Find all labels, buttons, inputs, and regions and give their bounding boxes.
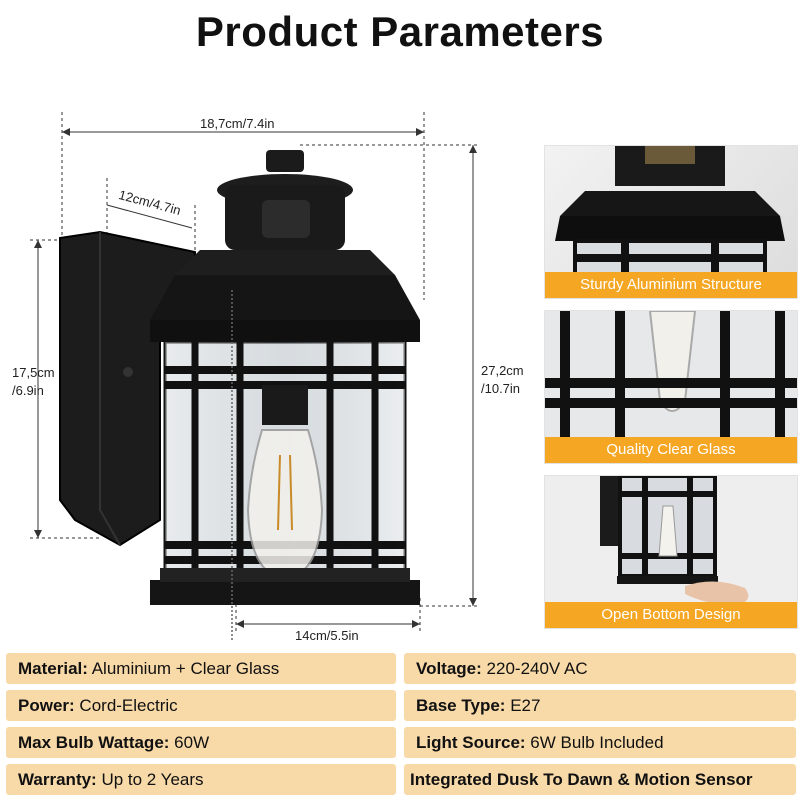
structure-photo — [555, 146, 785, 298]
param-label: Base Type: — [416, 696, 506, 715]
param-label: Power: — [18, 696, 75, 715]
params-table: Material: Aluminium + Clear Glass Power:… — [6, 653, 796, 797]
dim-width-total: 18,7cm/7.4in — [200, 116, 275, 131]
param-value: 220-240V AC — [486, 659, 588, 678]
param-label: Max Bulb Wattage: — [18, 733, 170, 752]
param-value: 6W Bulb Included — [530, 733, 664, 752]
param-value: E27 — [510, 696, 541, 715]
lamp-illustration — [30, 112, 480, 640]
feature-bottom: Open Bottom Design — [544, 475, 798, 629]
dim-height-total-in: /10.7in — [481, 381, 521, 396]
param-value: Up to 2 Years — [101, 770, 204, 789]
param-value: Aluminium + Clear Glass — [91, 659, 280, 678]
param-warranty: Warranty: Up to 2 Years — [6, 764, 396, 795]
feature-caption: Open Bottom Design — [545, 602, 797, 628]
page-title: Product Parameters — [195, 8, 605, 55]
param-value: 60W — [174, 733, 210, 752]
feature-structure: Sturdy Aluminium Structure — [544, 145, 798, 299]
param-label: Integrated Dusk To Dawn & Motion Sensor — [410, 770, 753, 789]
param-base-type: Base Type: E27 — [404, 690, 796, 721]
param-light-source: Light Source: 6W Bulb Included — [404, 727, 796, 758]
feature-caption: Sturdy Aluminium Structure — [545, 272, 797, 298]
lamp-top — [150, 150, 420, 342]
dim-base-width: 14cm/5.5in — [295, 628, 359, 643]
param-power: Power: Cord-Electric — [6, 690, 396, 721]
param-label: Material: — [18, 659, 88, 678]
lamp-body — [150, 290, 420, 640]
dim-backplate-height-in: /6.9in — [12, 383, 44, 398]
param-label: Voltage: — [416, 659, 482, 678]
param-value: Cord-Electric — [79, 696, 178, 715]
dim-backplate-height-cm: 17,5cm — [12, 365, 55, 380]
param-label: Light Source: — [416, 733, 526, 752]
param-voltage: Voltage: 220-240V AC — [404, 653, 796, 684]
feature-caption: Quality Clear Glass — [545, 437, 797, 463]
param-sensor: Integrated Dusk To Dawn & Motion Sensor — [404, 764, 796, 795]
dim-height-total-cm: 27,2cm — [481, 363, 524, 378]
param-material: Material: Aluminium + Clear Glass — [6, 653, 396, 684]
param-max-wattage: Max Bulb Wattage: 60W — [6, 727, 396, 758]
feature-glass: Quality Clear Glass — [544, 310, 798, 464]
param-label: Warranty: — [18, 770, 97, 789]
